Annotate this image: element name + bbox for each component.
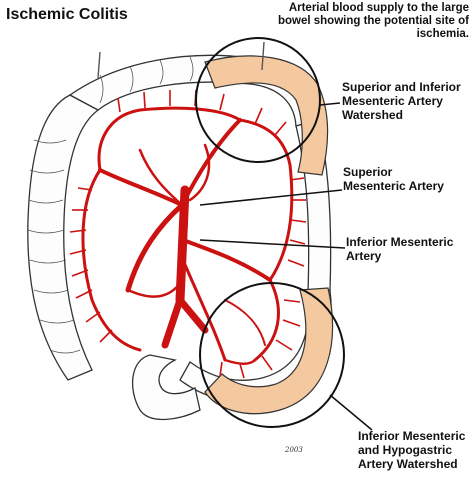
watershed-circles (195, 37, 345, 428)
retractor-hooks (97, 41, 265, 79)
pointer-lines (199, 102, 373, 431)
label-superior-inferior-watershed: Superior and Inferior Mesenteric Artery … (342, 80, 461, 122)
page-title: Ischemic Colitis (6, 6, 128, 23)
ischemic-regions (204, 55, 334, 415)
splenic-flexure-ischemia (204, 55, 329, 176)
label-inferior-hypogastric-watershed: Inferior Mesenteric and Hypogastric Arte… (358, 429, 466, 471)
label-inferior-mesenteric-artery: Inferior Mesenteric Artery (346, 235, 454, 263)
arteries (81, 106, 294, 365)
haustra-left (27, 56, 194, 354)
sigmoid-ischemia (204, 287, 334, 415)
label-superior-mesenteric-artery: Superior Mesenteric Artery (343, 165, 444, 193)
figure-caption: Arterial blood supply to the large bowel… (277, 2, 469, 41)
lower-watershed-circle (199, 282, 345, 428)
vasa-recta (69, 89, 307, 379)
artist-signature: 2003 (285, 446, 303, 454)
upper-watershed-circle (195, 37, 321, 163)
